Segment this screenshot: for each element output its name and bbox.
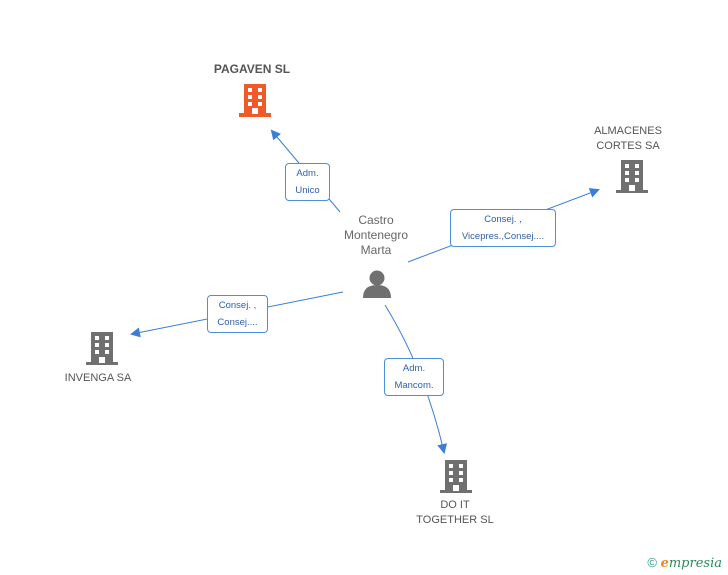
company-name-doit[interactable]: DO IT TOGETHER SL (400, 498, 510, 528)
edge-label-invenga-line2: Consej.... (217, 317, 258, 328)
copyright-footer: © empresia (647, 555, 722, 571)
person-name-line2: Montenegro (343, 228, 409, 242)
edge-label-invenga[interactable]: Consej. , Consej.... (207, 295, 268, 333)
brand-initial: e (660, 556, 669, 571)
edge-label-doit-line2: Mancom. (394, 380, 434, 391)
edge-label-doit-line1: Adm. (402, 363, 426, 374)
main-company-name[interactable]: PAGAVEN SL (196, 62, 308, 77)
copyright-symbol: © (647, 555, 657, 570)
person-name[interactable]: Castro Montenegro Marta (326, 213, 426, 258)
main-company-name-text: PAGAVEN SL (213, 62, 291, 76)
company-name-almacenes[interactable]: ALMACENES CORTES SA (578, 124, 678, 154)
company-name-invenga-line1: INVENGA SA (64, 372, 132, 384)
building-icon (239, 84, 271, 117)
edge-label-pagaven-line1: Adm. (296, 168, 319, 179)
person-name-line3: Marta (360, 243, 392, 257)
edge-label-pagaven[interactable]: Adm. Unico (285, 163, 330, 201)
brand-logo: empresia (661, 556, 722, 571)
edge-label-almacenes-line1: Consej. , (484, 214, 522, 225)
edge-label-almacenes-line2: Vicepres.,Consej.... (461, 231, 545, 242)
person-icon (363, 270, 391, 298)
building-icon (440, 460, 472, 493)
edge-label-invenga-line1: Consej. , (218, 300, 257, 311)
building-icon (86, 332, 118, 365)
edge-label-doit[interactable]: Adm. Mancom. (384, 358, 444, 396)
person-name-line1: Castro (358, 213, 394, 227)
company-name-almacenes-line2: CORTES SA (596, 140, 660, 152)
company-name-doit-line2: TOGETHER SL (416, 514, 494, 526)
company-name-doit-line1: DO IT (440, 499, 470, 511)
company-name-invenga[interactable]: INVENGA SA (48, 371, 148, 386)
edge-label-pagaven-line2: Unico (295, 185, 320, 196)
edge-label-almacenes[interactable]: Consej. , Vicepres.,Consej.... (450, 209, 556, 247)
brand-rest: mpresia (668, 556, 722, 571)
building-icon (616, 160, 648, 193)
company-name-almacenes-line1: ALMACENES (594, 125, 662, 137)
